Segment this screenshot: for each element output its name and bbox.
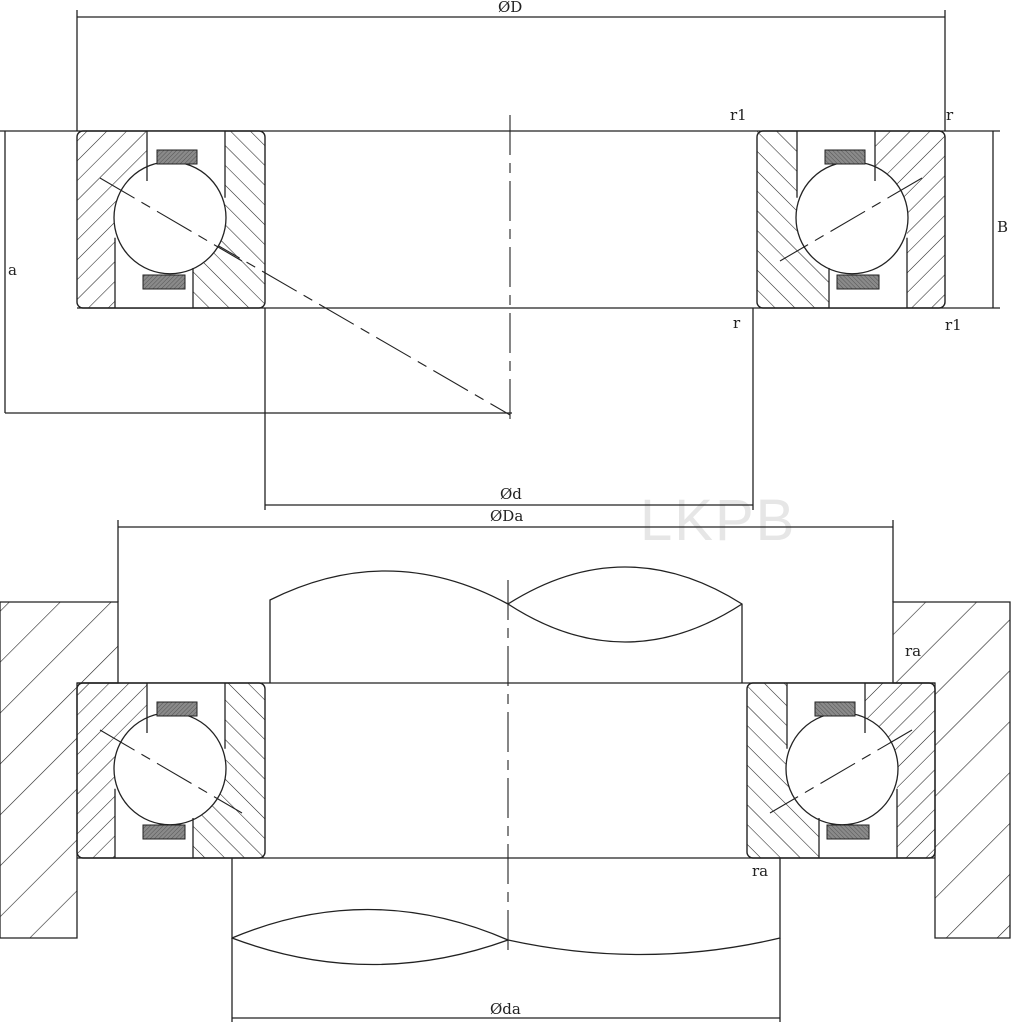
label-r1-bottom: r1 xyxy=(945,316,962,334)
shaft-lower xyxy=(231,858,781,966)
label-load-center: a xyxy=(8,261,17,279)
cage-top xyxy=(156,149,198,165)
contact-line xyxy=(99,177,243,262)
label-r1-top: r1 xyxy=(730,106,747,124)
cage-top xyxy=(814,701,856,717)
label-r-bottom: r xyxy=(733,314,741,332)
label-width: B xyxy=(997,218,1008,236)
cage-bottom xyxy=(142,274,186,290)
label-ra-shaft: ra xyxy=(752,862,768,880)
watermark: LKPB xyxy=(640,488,796,553)
cage-bottom xyxy=(836,274,880,290)
contact-line xyxy=(779,177,923,262)
bearing-section-bottom-left xyxy=(76,682,266,859)
label-housing-diameter: ØDa xyxy=(490,507,523,525)
ball xyxy=(113,712,227,826)
label-outer-diameter: ØD xyxy=(498,0,522,16)
cage-top xyxy=(824,149,866,165)
contact-angle-line xyxy=(204,237,511,416)
cage-top xyxy=(156,701,198,717)
cage-bottom xyxy=(826,824,870,840)
bearing-section-top-left xyxy=(76,130,266,309)
label-r-top: r xyxy=(946,106,954,124)
label-bore-diameter: Ød xyxy=(500,485,522,503)
ball xyxy=(113,161,227,275)
bearing-section-top-right xyxy=(756,130,946,309)
contact-line xyxy=(99,729,243,814)
cage-bottom xyxy=(142,824,186,840)
shaft-upper xyxy=(269,566,743,683)
bearing-section-bottom-right xyxy=(746,682,936,859)
contact-line xyxy=(769,729,913,814)
label-ra-housing: ra xyxy=(905,642,921,660)
label-shaft-diameter: Øda xyxy=(490,1000,521,1018)
ball xyxy=(795,161,909,275)
ball xyxy=(785,712,899,826)
